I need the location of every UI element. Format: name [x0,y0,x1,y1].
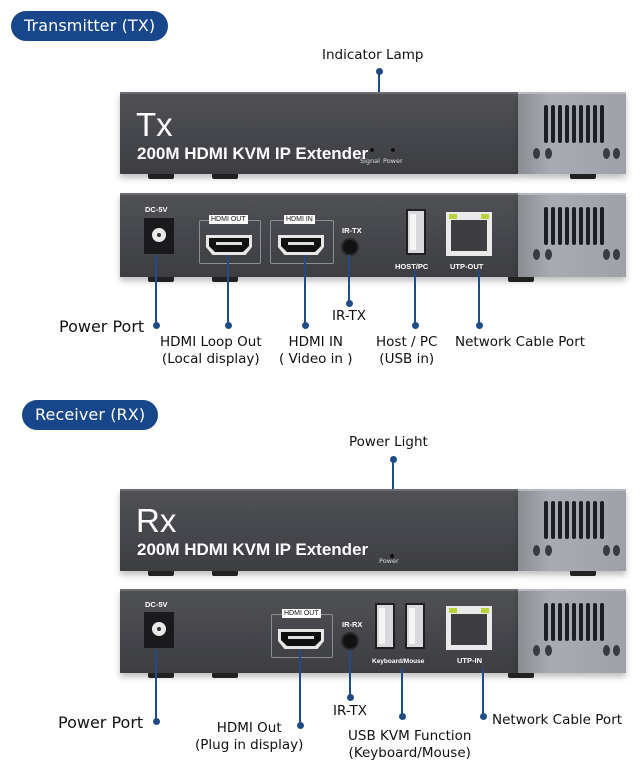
ir-tx-label: IR-TX [342,226,362,235]
callout-line [299,650,301,725]
rx-rear-panel: DC-5V HDMI OUT IR-RX Keyboard/Mouse UTP-… [120,589,518,673]
callout-host-pc: Host / PC (USB in) [376,334,437,368]
callout-hdmi-loop-out: HDMI Loop Out (Local display) [160,334,262,368]
hdmi-out-port-icon [278,629,324,649]
callout-hdmi-out-line2: (Plug in display) [195,737,304,753]
callout-dot [225,322,232,329]
callout-line [227,255,229,325]
rx-product-name: 200M HDMI KVM IP Extender [137,540,369,559]
callout-dot [376,68,383,75]
tx-product-name: 200M HDMI KVM IP Extender [137,144,369,163]
hdmi-out-port-icon [206,235,252,255]
callout-indicator-lamp: Indicator Lamp [322,47,424,63]
callout-host-pc-line2: (USB in) [379,351,435,367]
callout-dot [346,300,353,307]
ir-rx-label: IR-RX [342,620,363,629]
hdmi-in-port-icon [278,235,324,255]
ir-port-icon [341,632,359,650]
foot [148,277,174,282]
foot [212,571,238,576]
hdmi-in-label: HDMI IN [284,215,315,224]
power-led-icon [390,554,394,558]
callout-line [478,270,480,325]
callout-hdmi-out: HDMI Out (Plug in display) [195,720,303,754]
usb-port-icon [375,603,395,649]
tx-rear-panel: DC-5V HDMI OUT HDMI IN IR-TX HOST/PC UTP… [120,193,518,277]
callout-network-cable-port: Network Cable Port [455,334,586,350]
foot [148,571,174,576]
tx-model-mark: Tx [136,106,173,143]
foot [508,673,534,678]
signal-label: Signal [360,157,380,165]
callout-power-light: Power Light [349,434,428,450]
power-label: Power [383,157,403,165]
tx-front-panel: Tx 200M HDMI KVM IP Extender Signal Powe… [120,92,518,174]
foot [212,174,238,179]
foot [570,571,596,576]
callout-ir-tx: IR-TX [332,308,366,324]
callout-hdmi-in: HDMI IN ( Video in ) [279,334,353,368]
callout-hdmi-in-line1: HDMI IN [288,334,344,350]
callout-usb-kvm: USB KVM Function (Keyboard/Mouse) [348,728,471,762]
dc-power-jack-icon [144,218,174,254]
host-pc-label: HOST/PC [395,262,429,271]
callout-power-port: Power Port [59,317,145,336]
foot [508,277,534,282]
callout-dot [302,322,309,329]
callout-line [155,255,157,325]
foot [212,673,238,678]
callout-line [155,650,157,720]
callout-usb-kvm-line2: (Keyboard/Mouse) [348,745,471,761]
callout-dot [412,322,419,329]
power-label: Power [379,557,399,565]
rj45-port-icon [446,212,492,256]
callout-dot [476,322,483,329]
callout-dot [399,713,406,720]
utp-out-label: UTP-OUT [450,262,484,271]
callout-dot [390,456,397,463]
rx-model-mark: Rx [136,502,177,539]
dc-port-label: DC-5V [145,600,168,609]
hdmi-out-label: HDMI OUT [282,609,321,618]
callout-line [348,255,350,303]
utp-in-label: UTP-IN [457,656,482,665]
callout-dot [153,322,160,329]
callout-line [349,650,351,697]
usb-port-icon [405,603,425,649]
foot [148,673,174,678]
hdmi-out-label: HDMI OUT [209,215,248,224]
callout-dot [153,718,160,725]
signal-led-icon [370,148,374,152]
callout-line [414,270,416,325]
callout-hdmi-loop-out-line1: HDMI Loop Out [160,334,262,350]
callout-hdmi-loop-out-line2: (Local display) [161,351,260,367]
callout-power-port: Power Port [58,713,144,732]
foot [570,174,596,179]
rx-front-panel: Rx 200M HDMI KVM IP Extender Power [120,489,518,571]
callout-network-cable-port: Network Cable Port [492,712,623,728]
foot [212,277,238,282]
usb-port-icon [406,209,426,255]
keyboard-mouse-label: Keyboard/Mouse [372,658,425,665]
foot [148,174,174,179]
dc-power-jack-icon [144,612,174,648]
callout-host-pc-line1: Host / PC [376,334,438,350]
dc-port-label: DC-5V [145,205,168,214]
callout-usb-kvm-line1: USB KVM Function [348,728,472,744]
ir-port-icon [341,238,359,256]
callout-ir-tx-rx: IR-TX [333,703,367,719]
callout-dot [297,722,304,729]
power-led-icon [391,148,395,152]
callout-dot [347,694,354,701]
callout-hdmi-out-line1: HDMI Out [216,720,282,736]
callout-line [482,668,484,716]
callout-hdmi-in-line2: ( Video in ) [279,351,353,367]
receiver-section-title: Receiver (RX) [22,400,159,430]
transmitter-section-title: Transmitter (TX) [11,11,169,41]
rj45-port-icon [446,606,492,650]
callout-dot [480,713,487,720]
callout-line [304,255,306,325]
callout-line [401,668,403,716]
